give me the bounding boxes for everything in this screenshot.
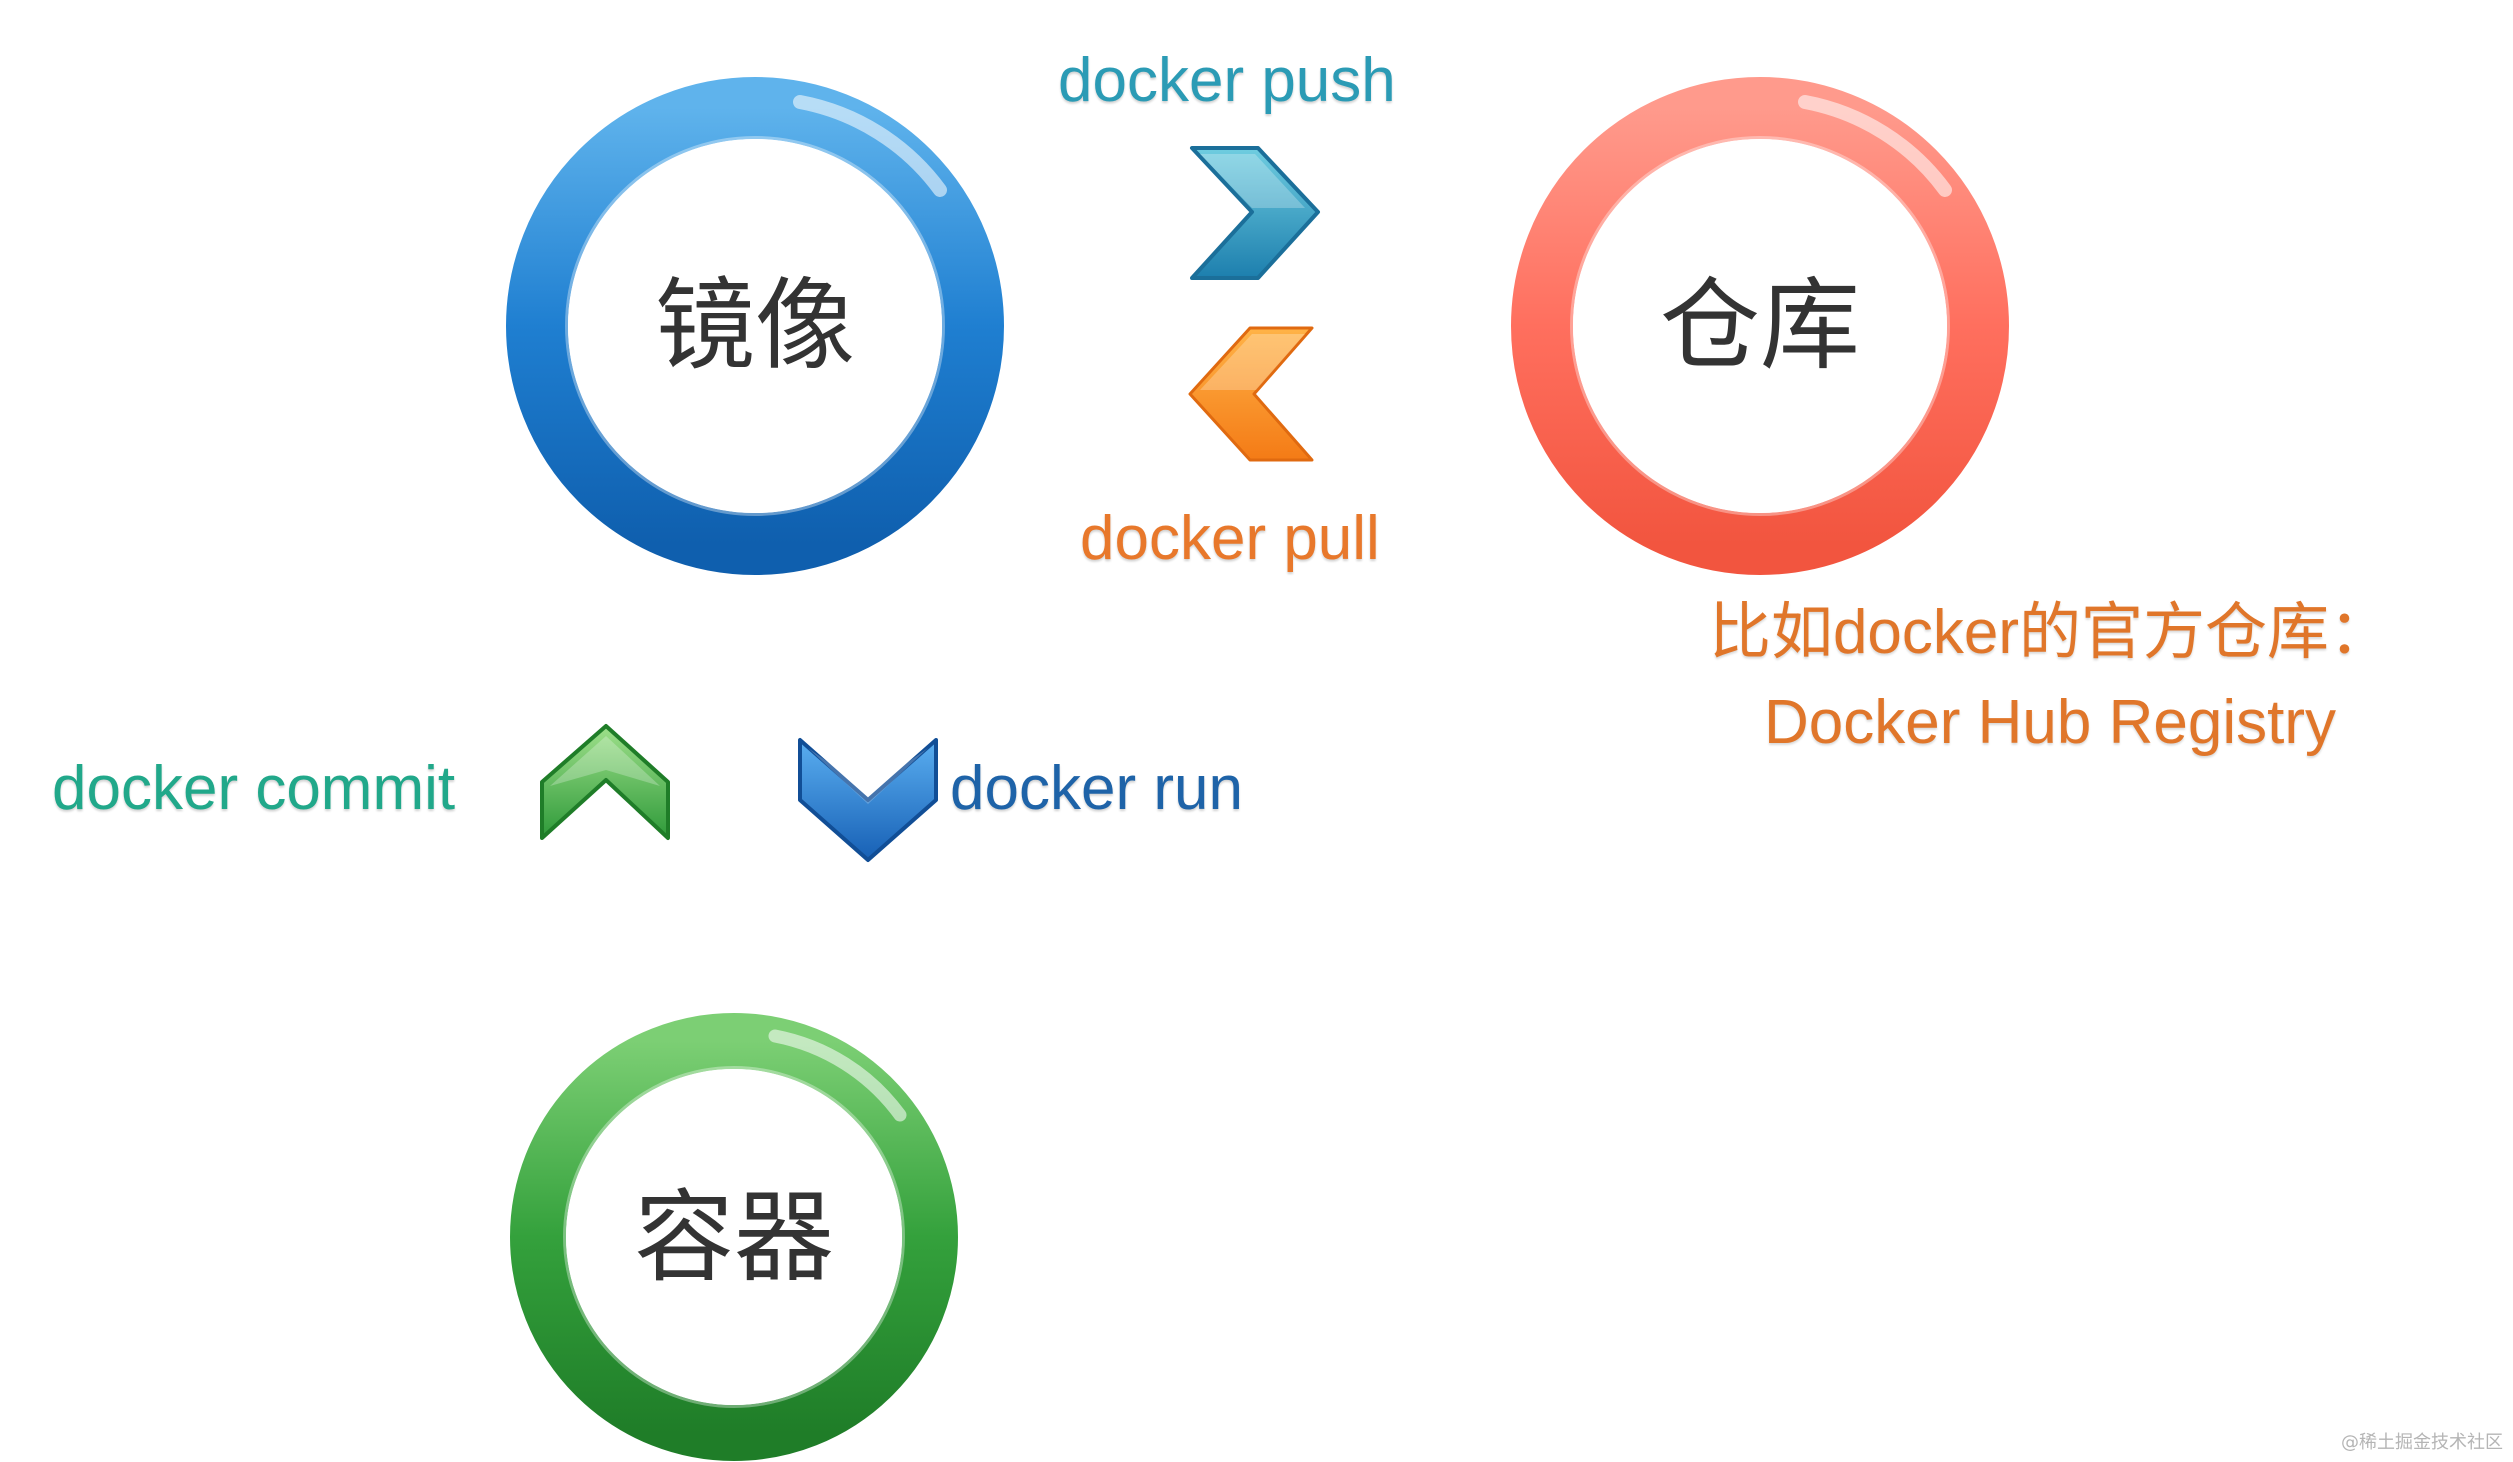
- registry-ring-icon: [1511, 77, 2009, 575]
- registry-label: 仓库: [1660, 267, 1860, 384]
- container-label: 容器: [634, 1179, 834, 1296]
- run-arrow-icon: [798, 738, 938, 862]
- docker-pull-label: docker pull: [1080, 504, 1380, 573]
- registry-note-line1: 比如docker的官方仓库：: [1708, 598, 2392, 667]
- image-label: 镜像: [655, 267, 855, 384]
- docker-run-label: docker run: [950, 754, 1243, 823]
- watermark: @稀土掘金技术社区: [2341, 1432, 2503, 1453]
- commit-arrow-icon: [540, 724, 670, 840]
- image-ring-icon: [506, 77, 1004, 575]
- container-ring-icon: [510, 1013, 958, 1461]
- push-arrow-icon: [1190, 146, 1320, 280]
- docker-push-label: docker push: [1058, 46, 1396, 115]
- registry-note: 比如docker的官方仓库： Docker Hub Registry: [1670, 588, 2430, 768]
- docker-commit-label: docker commit: [52, 754, 456, 823]
- registry-note-line2: Docker Hub Registry: [1764, 687, 2336, 757]
- pull-arrow-icon: [1188, 326, 1314, 462]
